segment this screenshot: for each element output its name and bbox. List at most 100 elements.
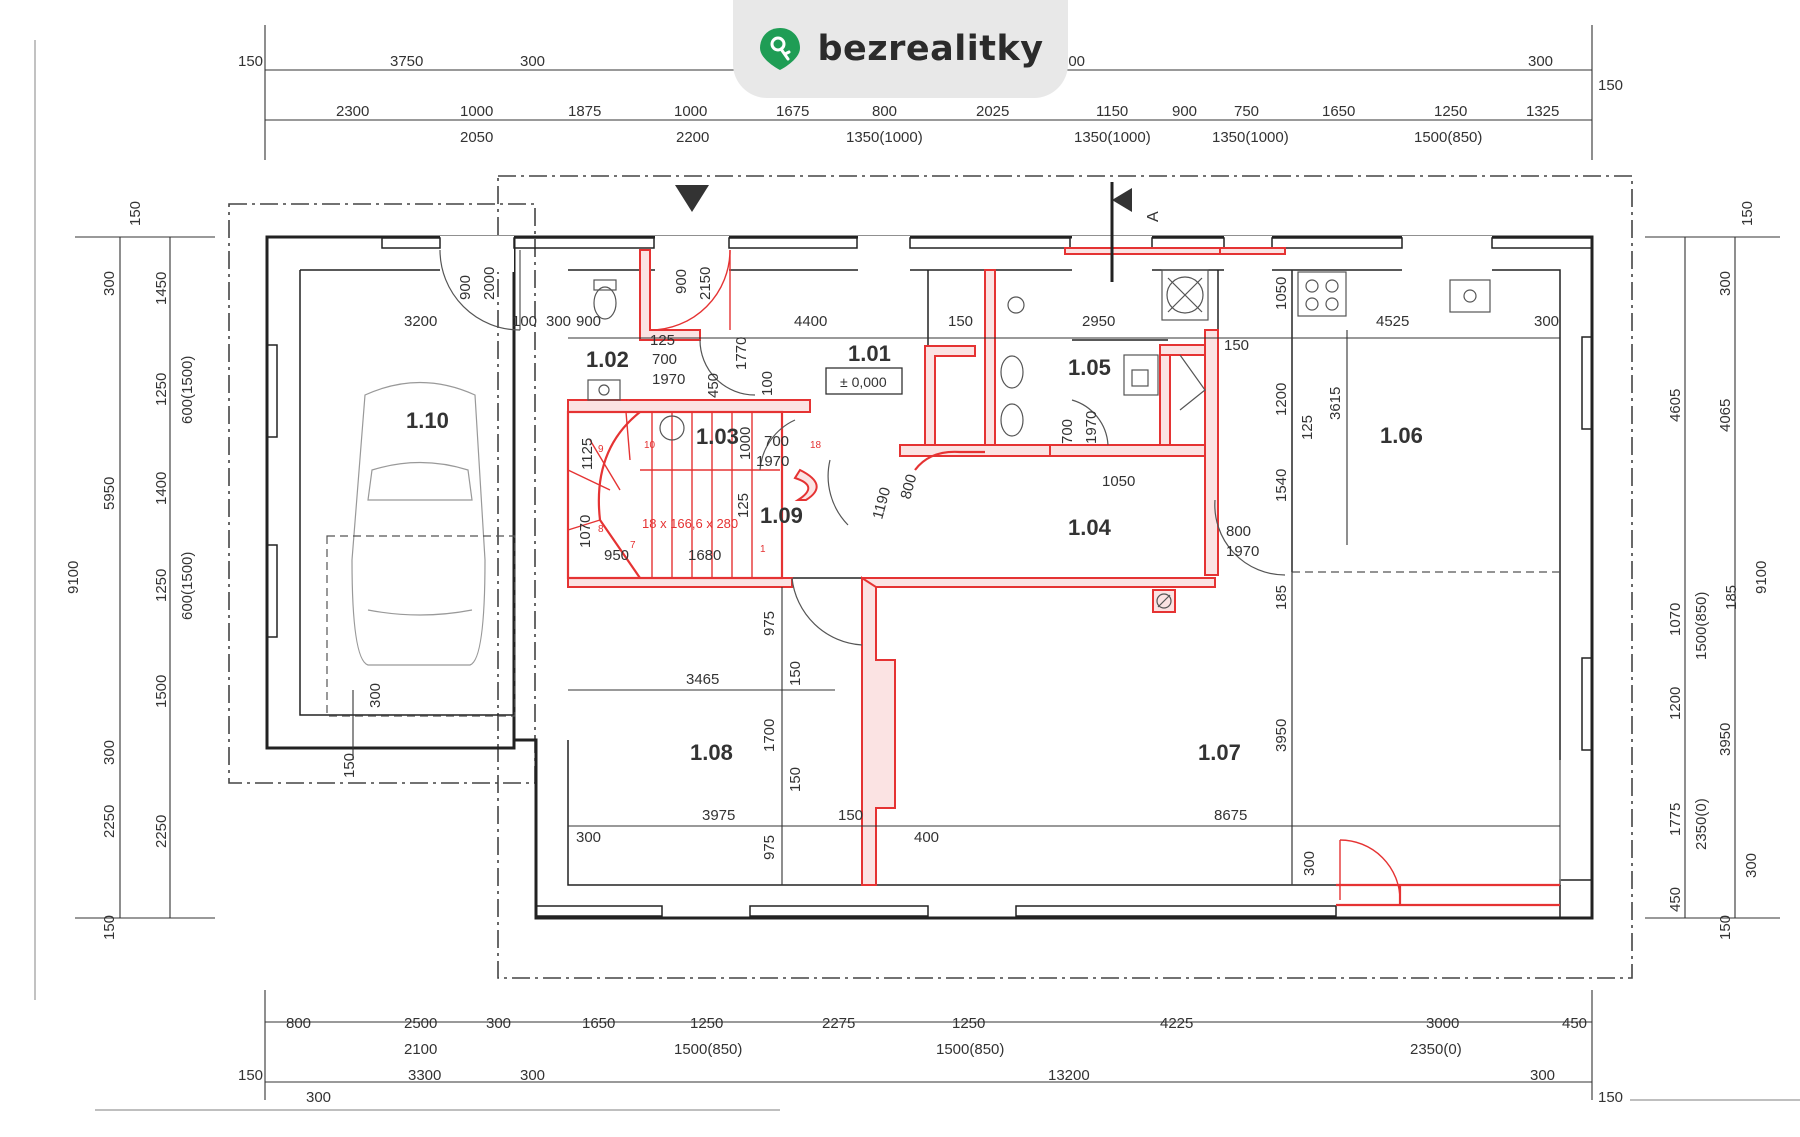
dim-int-975b: 975 xyxy=(761,835,778,860)
dim-int-1070: 1070 xyxy=(577,515,594,548)
dim-left-5950: 5950 xyxy=(101,477,118,510)
dim-int-4525: 4525 xyxy=(1376,313,1409,330)
dim-bot-1650: 1650 xyxy=(582,1015,615,1032)
dim-int-125c: 125 xyxy=(1299,415,1316,440)
dim-top-3750: 3750 xyxy=(390,53,423,70)
dim-left-150b: 150 xyxy=(101,915,118,940)
new-walls-red xyxy=(567,247,1286,886)
room-label-1-10: 1.10 xyxy=(406,408,449,433)
location-key-icon xyxy=(760,28,801,70)
dim-int-1190: 1190 xyxy=(869,485,894,521)
car-icon xyxy=(326,382,516,717)
dim-top2-750: 750 xyxy=(1234,103,1259,120)
dim-int-3615: 3615 xyxy=(1327,387,1344,420)
lamp-icon xyxy=(1007,296,1025,314)
cooktop-icon xyxy=(1297,271,1347,317)
washbasin-icon xyxy=(1123,354,1159,396)
room-label-1-01: 1.01 xyxy=(848,341,891,366)
dim-int-700b: 700 xyxy=(764,433,789,450)
room-label-1-05: 1.05 xyxy=(1068,355,1111,380)
dim-top2-1875: 1875 xyxy=(568,103,601,120)
dim-right-450: 450 xyxy=(1667,887,1684,912)
dim-int-450: 450 xyxy=(705,373,722,398)
dim-int-1050: 1050 xyxy=(1273,277,1290,310)
dim-top2-900: 900 xyxy=(1172,103,1197,120)
sink-icon xyxy=(587,379,621,401)
dim-int-1050b: 1050 xyxy=(1102,473,1135,490)
dim-int-1000: 1000 xyxy=(737,427,754,460)
dim-right-1070: 1070 xyxy=(1667,603,1684,636)
dim-top2-2050: 2050 xyxy=(460,129,493,146)
dim-right-4605: 4605 xyxy=(1667,389,1684,422)
dim-int-150b: 150 xyxy=(1224,337,1249,354)
dim-top2-1350b: 1350(1000) xyxy=(1074,129,1151,146)
dim-int-1540: 1540 xyxy=(1273,469,1290,502)
dim-int-300e: 300 xyxy=(367,683,384,708)
stair-label: 18 x 166,6 x 280 xyxy=(642,516,738,531)
background-sheet-lines xyxy=(34,40,1800,1111)
dim-top2-2025: 2025 xyxy=(976,103,1009,120)
dim-left2-600b: 600(1500) xyxy=(179,552,196,620)
room-label-1-02: 1.02 xyxy=(586,347,629,372)
dim-right-2350: 2350(0) xyxy=(1693,798,1710,850)
chimney-icon xyxy=(1156,593,1172,609)
dim-bot-1250b: 1250 xyxy=(952,1015,985,1032)
dim-int-300d: 300 xyxy=(1301,851,1318,876)
dim-door-2150: 2150 xyxy=(697,267,714,300)
dim-right2-9100: 9100 xyxy=(1753,561,1770,594)
dim-left-300b: 300 xyxy=(101,740,118,765)
toilet-icon xyxy=(1000,355,1024,437)
dim-bot-3000: 3000 xyxy=(1426,1015,1459,1032)
room-labels: 1.10 1.02 1.01 1.03 1.09 1.05 1.04 1.06 … xyxy=(406,341,1423,765)
dim-top2-1150: 1150 xyxy=(1096,103,1128,120)
dim-int-150f: 150 xyxy=(341,753,358,778)
dim-int-1680: 1680 xyxy=(688,547,721,564)
elevation-label: ± 0,000 xyxy=(840,374,887,390)
dim-bot2-3300: 3300 xyxy=(408,1067,441,1084)
dim-top-150b: 150 xyxy=(1598,77,1623,94)
dim-top-150: 150 xyxy=(238,53,263,70)
dim-int-8675: 8675 xyxy=(1214,807,1247,824)
room-label-1-07: 1.07 xyxy=(1198,740,1241,765)
dim-right-150b: 150 xyxy=(1717,915,1734,940)
stair-step-18: 18 xyxy=(810,440,822,451)
dim-int-1125: 1125 xyxy=(579,438,596,470)
dim-int-975: 975 xyxy=(761,611,778,636)
dim-int-3975: 3975 xyxy=(702,807,735,824)
dim-right2-4065: 4065 xyxy=(1717,399,1734,432)
stair-step-10: 10 xyxy=(644,440,656,451)
dim-int-1200: 1200 xyxy=(1273,383,1290,416)
dim-int-300: 300 xyxy=(546,313,571,330)
dim-int-1970c: 1970 xyxy=(1083,411,1100,444)
dim-left-300: 300 xyxy=(101,271,118,296)
dim-right-150: 150 xyxy=(1739,201,1756,226)
dim-door-900b: 900 xyxy=(673,269,690,294)
dim-int-1970d: 1970 xyxy=(1226,543,1259,560)
dim-left2-600a: 600(1500) xyxy=(179,356,196,424)
dim-int-3465: 3465 xyxy=(686,671,719,688)
dim-bot-300: 300 xyxy=(486,1015,511,1032)
dim-top2-1650: 1650 xyxy=(1322,103,1355,120)
dim-int-3200: 3200 xyxy=(404,313,437,330)
brand-badge[interactable]: bezrealitky xyxy=(733,0,1068,98)
shower-icon xyxy=(1179,354,1206,411)
dim-door-2000: 2000 xyxy=(481,267,498,300)
dim-bot-2350: 2350(0) xyxy=(1410,1041,1462,1058)
dim-top2-1675: 1675 xyxy=(776,103,809,120)
dim-left2-2250: 2250 xyxy=(153,815,170,848)
room-label-1-04: 1.04 xyxy=(1068,515,1112,540)
toilet-icon xyxy=(593,279,617,320)
dim-right-1775: 1775 xyxy=(1667,803,1684,836)
room-label-1-08: 1.08 xyxy=(690,740,733,765)
dim-int-3950: 3950 xyxy=(1273,719,1290,752)
dim-bot-4225: 4225 xyxy=(1160,1015,1193,1032)
dim-int-1970b: 1970 xyxy=(756,453,789,470)
dim-right2-300: 300 xyxy=(1743,853,1760,878)
section-label: A xyxy=(1145,211,1162,222)
dim-int-100: 100 xyxy=(512,313,537,330)
dim-bot2-300: 300 xyxy=(520,1067,545,1084)
dim-bot-2100: 2100 xyxy=(404,1041,437,1058)
dim-int-1970: 1970 xyxy=(652,371,685,388)
dim-top2-2200: 2200 xyxy=(676,129,709,146)
